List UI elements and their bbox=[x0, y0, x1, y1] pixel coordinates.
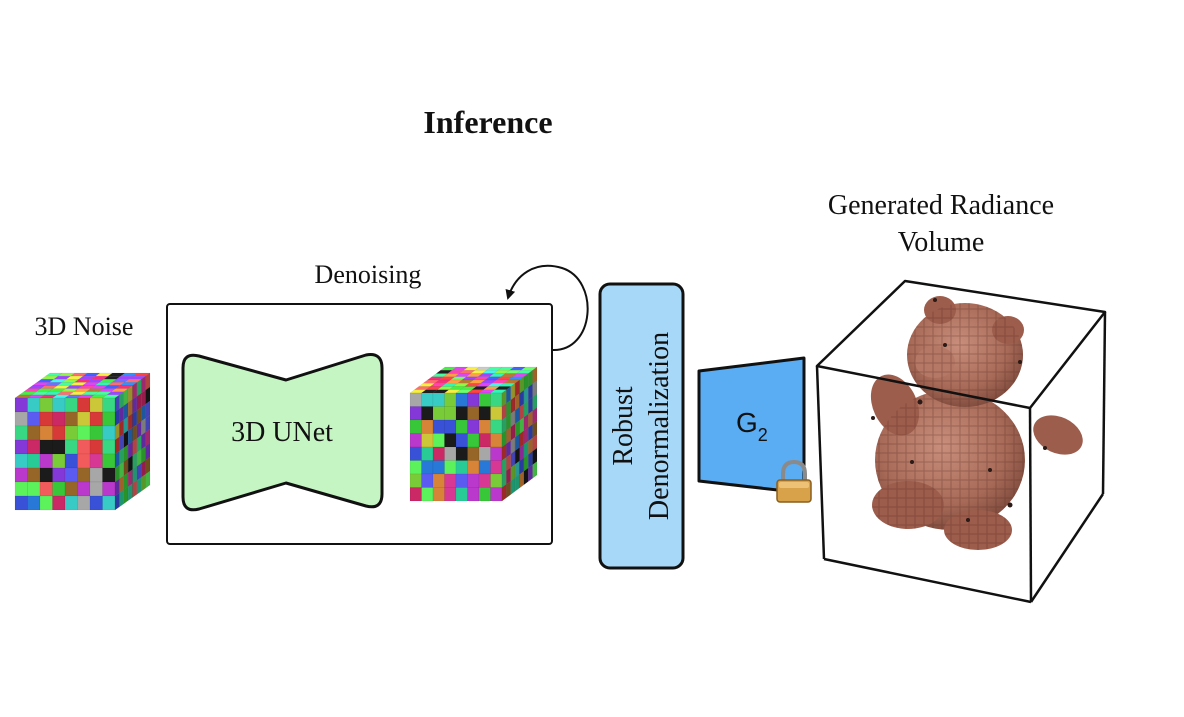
unet-label: 3D UNet bbox=[231, 417, 333, 448]
denormalization-label: Denormalization bbox=[644, 332, 675, 520]
diagram-title: Inference bbox=[423, 104, 552, 140]
loop-arrow-icon bbox=[505, 264, 589, 352]
teddy-bear-voxel-icon bbox=[870, 296, 1083, 550]
generator-label: G2 bbox=[736, 407, 768, 445]
robust-denormalization-block bbox=[598, 282, 685, 570]
lock-icon bbox=[776, 459, 812, 503]
generator-label-subscript: 2 bbox=[758, 425, 768, 445]
noise-cube-icon bbox=[409, 366, 538, 502]
output-label-line1: Generated Radiance bbox=[828, 190, 1054, 221]
generator-label-base: G bbox=[736, 407, 758, 438]
robust-label: Robust bbox=[608, 386, 639, 466]
noise-cube-icon bbox=[14, 372, 151, 511]
unet-block bbox=[181, 353, 384, 512]
output-label-line2: Volume bbox=[898, 227, 985, 258]
noise-label: 3D Noise bbox=[35, 312, 134, 341]
denoising-label: Denoising bbox=[315, 260, 422, 289]
volume-wireframe-cube bbox=[815, 279, 1107, 604]
denoising-box bbox=[166, 303, 553, 545]
